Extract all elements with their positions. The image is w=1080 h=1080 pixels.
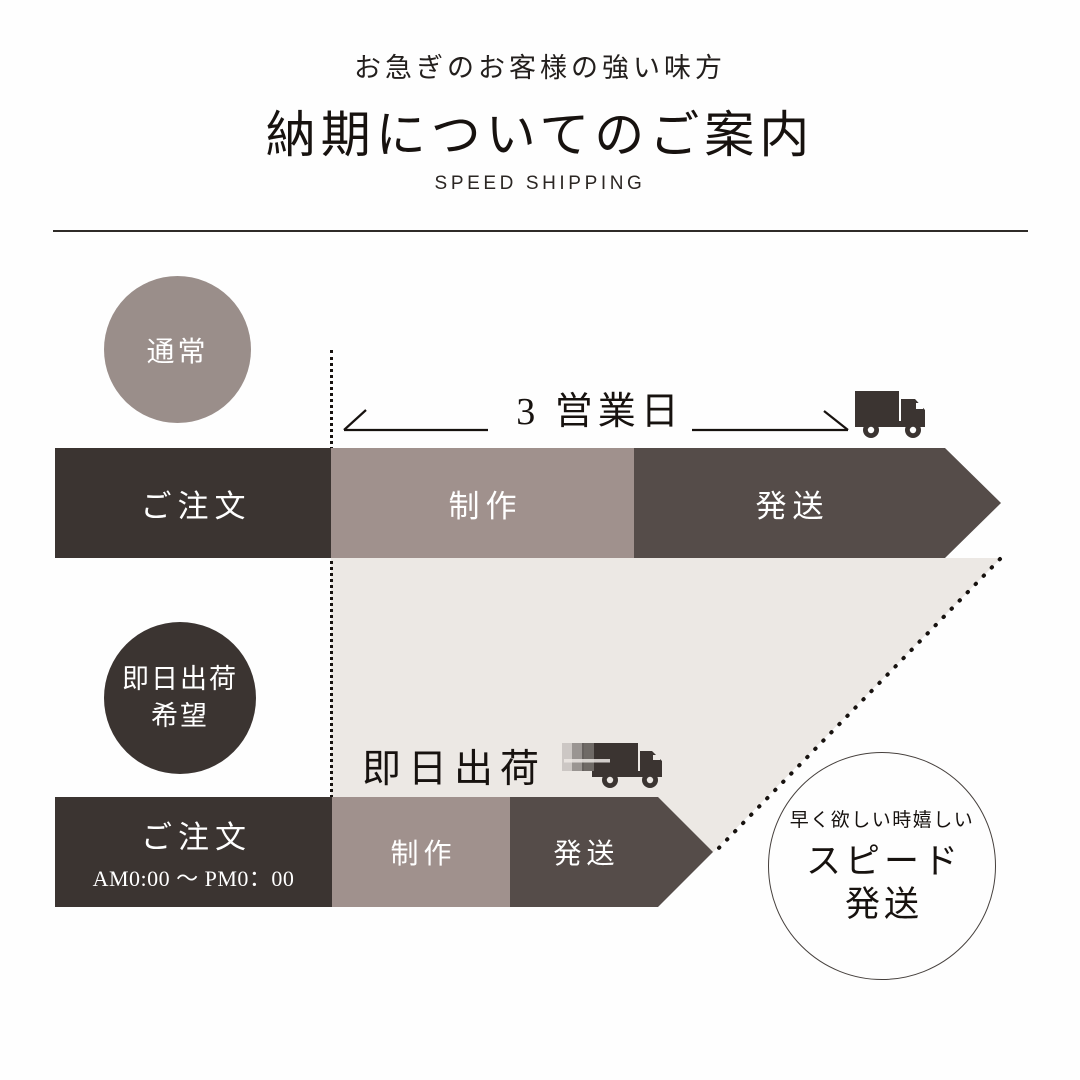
flow-step-order-sameday: ご注文 AM0:00 〜 PM0：00 bbox=[55, 797, 332, 907]
truck-icon bbox=[855, 391, 925, 438]
flow-step-order-hours: AM0:00 〜 PM0：00 bbox=[92, 865, 295, 891]
flow-step-order: ご注文 bbox=[55, 448, 331, 558]
badge-circle-sameday: 即日出荷 希望 bbox=[104, 622, 256, 774]
flow-step-order-label: ご注文 bbox=[140, 488, 252, 524]
flow-bar-sameday: ご注文 AM0:00 〜 PM0：00 制作 発送 bbox=[55, 797, 713, 907]
vertical-dotted-guide bbox=[330, 350, 333, 798]
badge-circle-sameday-label-2: 希望 bbox=[151, 701, 209, 731]
flow-step-production: 制作 bbox=[331, 448, 634, 558]
flow-bar-arrow-tip bbox=[945, 448, 1001, 558]
badge-circle-normal: 通常 bbox=[104, 276, 251, 423]
truck-speed-icon bbox=[562, 743, 662, 788]
page-title: 納期についてのご案内 bbox=[265, 107, 815, 163]
flow-step-production-sameday: 制作 bbox=[332, 797, 510, 907]
flow-bar-arrow-tip-sameday bbox=[658, 797, 713, 907]
speed-shipping-badge: 早く欲しい時嬉しい スピード 発送 bbox=[768, 752, 996, 980]
flow-step-production-label: 制作 bbox=[448, 488, 523, 524]
flow-step-order-sameday-label: ご注文 bbox=[141, 819, 252, 855]
measure-arrow-lines bbox=[343, 409, 849, 432]
flow-step-shipping-label: 発送 bbox=[755, 488, 830, 524]
lead-time-measure-normal: 3 営業日 bbox=[340, 380, 860, 433]
speed-badge-line-1: スピード bbox=[805, 842, 962, 882]
flow-step-shipping-sameday-label: 発送 bbox=[553, 839, 620, 870]
flow-bar-normal: ご注文 制作 発送 bbox=[55, 448, 1001, 558]
flow-step-production-sameday-label: 制作 bbox=[390, 839, 457, 870]
lead-time-label: 3 営業日 bbox=[516, 391, 684, 433]
sameday-shipping-label: 即日出荷 bbox=[362, 748, 547, 791]
header-divider bbox=[53, 230, 1028, 232]
badge-circle-normal-label: 通常 bbox=[146, 336, 209, 368]
badge-circle-sameday-label-1: 即日出荷 bbox=[122, 663, 238, 694]
speed-badge-caption: 早く欲しい時嬉しい bbox=[789, 810, 975, 832]
header-subtitle: お急ぎのお客様の強い味方 bbox=[354, 53, 726, 83]
flow-step-shipping: 発送 bbox=[634, 448, 945, 558]
flow-step-shipping-sameday: 発送 bbox=[510, 797, 658, 907]
header-english: SPEED SHIPPING bbox=[434, 173, 646, 194]
speed-badge-line-2: 発送 bbox=[844, 885, 923, 925]
